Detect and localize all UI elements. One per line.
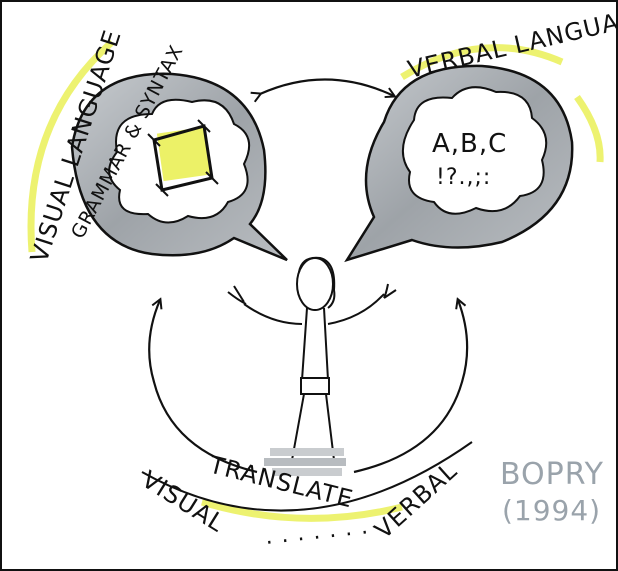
visual-language-bubble bbox=[70, 72, 288, 262]
stack-shadow bbox=[264, 448, 346, 476]
highlight-top-right bbox=[400, 44, 564, 80]
verbal-language-bubble: A,B,C !?.,;: bbox=[344, 64, 574, 263]
person-figure-icon bbox=[227, 256, 397, 461]
verbal-bottom-label: VERBAL bbox=[369, 456, 462, 544]
letters-abc-text: A,B,C bbox=[432, 129, 507, 159]
punctuation-text: !?.,;: bbox=[436, 165, 491, 190]
bottom-arc bbox=[141, 441, 473, 512]
top-arrow-icon bbox=[260, 78, 394, 96]
right-arrow-icon bbox=[353, 300, 469, 474]
square-frame-icon bbox=[147, 119, 219, 197]
credit-name: BOPRY bbox=[500, 457, 604, 492]
credit-year: (1994) bbox=[502, 494, 601, 527]
highlight-bottom bbox=[200, 498, 403, 522]
highlight-left bbox=[27, 39, 115, 253]
left-arrow-icon bbox=[148, 300, 258, 474]
highlight-right bbox=[574, 94, 604, 163]
